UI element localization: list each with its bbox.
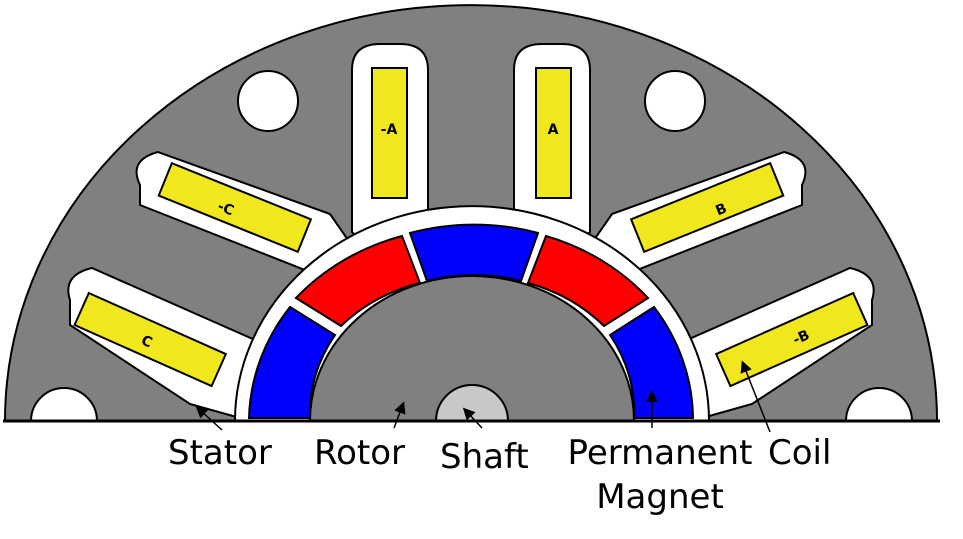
rotor [308, 275, 636, 422]
permanent-magnets [247, 223, 695, 419]
caption-permanent-magnet: Permanent Magnet [560, 436, 760, 514]
arrow-shaft [462, 407, 483, 429]
caption-coil: Coil [768, 433, 832, 473]
coils [73, 67, 869, 388]
arrow-rotor [393, 401, 406, 429]
coil-neg-b [714, 291, 869, 388]
leader-arrows [195, 360, 771, 433]
hole-top-left [237, 70, 299, 132]
magnet-upper-left [294, 234, 422, 328]
arrow-coil [740, 360, 771, 433]
magnet-left [247, 305, 337, 419]
hole-bottom-left [29, 387, 99, 422]
coil-b [629, 161, 785, 254]
coil-a [535, 67, 572, 199]
caption-magnet: Magnet [596, 477, 724, 517]
coil-c [73, 291, 228, 388]
coil-label-neg-b: -B [791, 327, 813, 348]
caption-rotor: Rotor [314, 433, 406, 473]
caption-stator: Stator [168, 433, 272, 473]
shaft [434, 384, 510, 422]
coil-neg-a [371, 67, 408, 199]
arrow-stator [195, 405, 223, 431]
hole-bottom-right [844, 387, 914, 422]
coil-label-neg-c: -C [215, 198, 236, 219]
magnet-right [608, 305, 695, 419]
caption-permanent: Permanent [567, 433, 753, 473]
coil-neg-c [157, 161, 313, 254]
caption-shaft: Shaft [440, 437, 529, 477]
coil-label-a: A [548, 122, 559, 138]
coil-label-neg-a: -A [381, 122, 398, 138]
mounting-holes [29, 70, 914, 422]
magnet-upper-right [526, 234, 650, 328]
hole-top-right [644, 70, 706, 132]
magnet-top [408, 223, 540, 283]
